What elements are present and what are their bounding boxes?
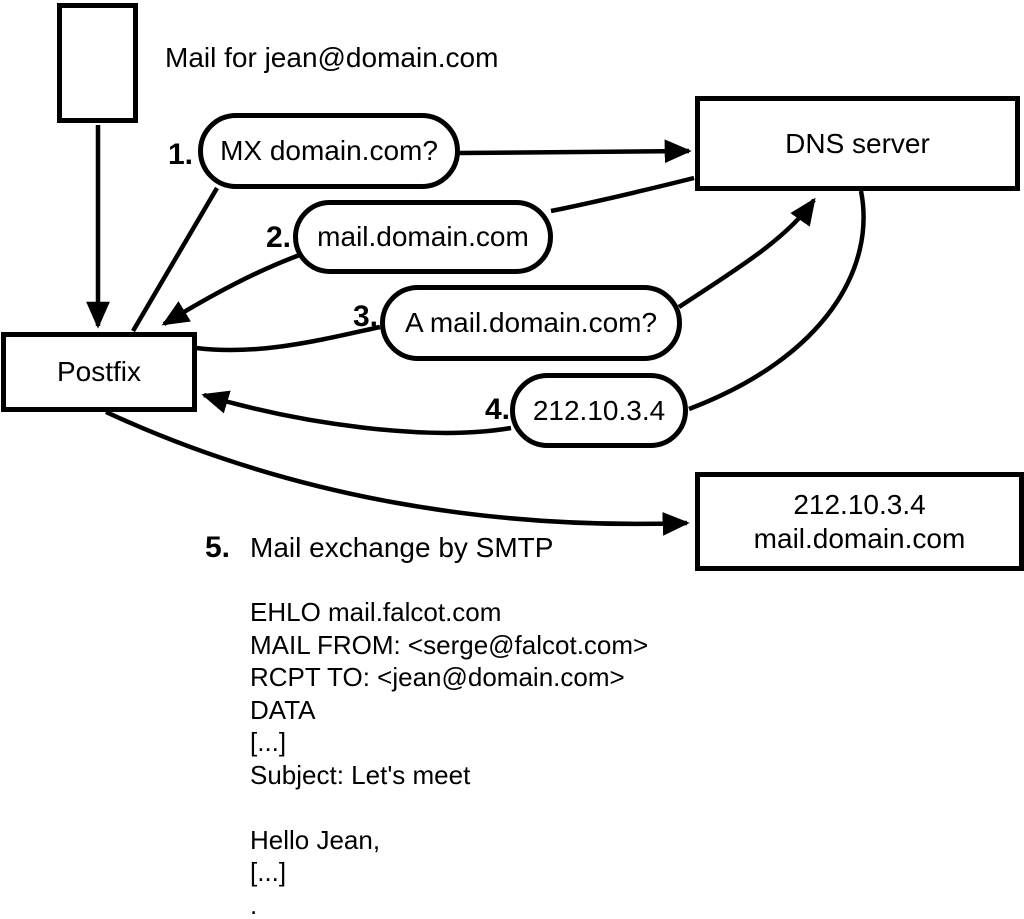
mail-envelope-shape — [57, 3, 138, 123]
node-mail-server-hostname: mail.domain.com — [753, 522, 966, 554]
line-postfix-to-query1 — [131, 186, 219, 333]
arrow-reply4-to-postfix — [201, 390, 512, 436]
smtp-session-line: . — [250, 889, 258, 919]
message-reply-mx: mail.domain.com — [293, 200, 553, 274]
line-postfix-to-query3 — [195, 324, 381, 353]
step-5-label: Mail exchange by SMTP — [250, 532, 554, 563]
message-reply-mx-text: mail.domain.com — [317, 221, 529, 252]
node-postfix: Postfix — [1, 332, 197, 412]
arrow-query3-to-dns — [677, 197, 816, 309]
step-2-number: 2. — [266, 221, 292, 254]
message-query-a-text: A mail.domain.com? — [404, 307, 658, 338]
message-reply-a-text: 212.10.3.4 — [532, 394, 666, 426]
step-4-number: 4. — [485, 393, 511, 426]
step-1-number: 1. — [168, 138, 194, 171]
node-dns-server: DNS server — [695, 96, 1020, 191]
node-mail-server: 212.10.3.4 mail.domain.com — [695, 472, 1024, 571]
smtp-session-line: MAIL FROM: <serge@falcot.com> — [250, 629, 649, 660]
arrow-query1-to-dns — [458, 139, 692, 164]
node-mail-server-ip: 212.10.3.4 — [793, 488, 926, 520]
step-3-number: 3. — [353, 300, 379, 333]
step-5-number: 5. — [205, 531, 231, 564]
node-dns-server-label: DNS server — [785, 127, 930, 159]
arrow-postfix-to-mail-server — [105, 409, 690, 536]
line-dns-to-reply4 — [688, 190, 866, 412]
message-query-mx: MX domain.com? — [198, 113, 460, 189]
message-query-a: A mail.domain.com? — [380, 285, 682, 361]
smtp-session-transcript: EHLO mail.falcot.com MAIL FROM: <serge@f… — [250, 596, 648, 919]
smtp-session-line: Hello Jean, — [250, 824, 381, 855]
smtp-session-line: Subject: Let's meet — [250, 759, 471, 790]
smtp-session-line: DATA — [250, 694, 316, 725]
smtp-session-line: [...] — [250, 727, 287, 757]
node-postfix-label: Postfix — [56, 356, 142, 387]
mail-caption: Mail for jean@domain.com — [165, 42, 499, 73]
line-dns-to-reply2 — [550, 175, 695, 214]
smtp-session-line: RCPT TO: <jean@domain.com> — [250, 662, 625, 692]
smtp-session-line: [...] — [250, 857, 287, 887]
smtp-session-line: EHLO mail.falcot.com — [250, 597, 502, 627]
smtp-session-line — [250, 791, 648, 824]
message-query-mx-text: MX domain.com? — [220, 135, 438, 166]
arrow-reply2-to-postfix — [161, 250, 306, 326]
message-reply-a: 212.10.3.4 — [510, 373, 688, 448]
